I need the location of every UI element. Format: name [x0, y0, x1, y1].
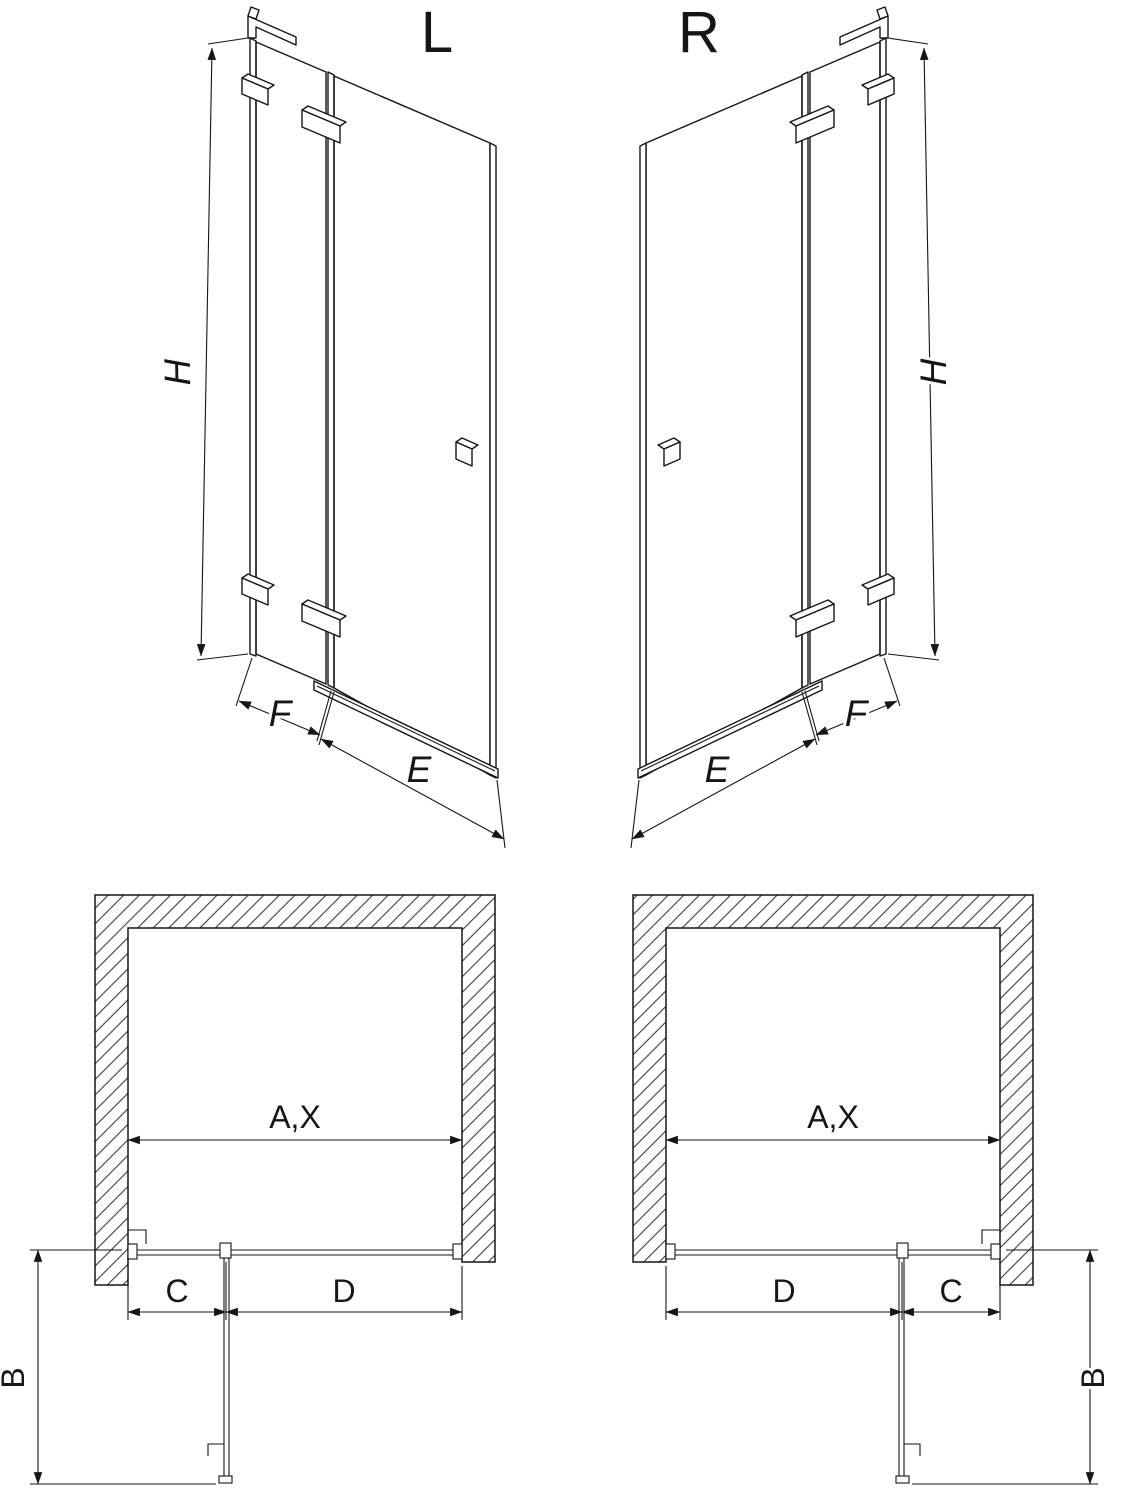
label-door-width-left: E: [407, 749, 433, 790]
label-height-left: H: [157, 358, 198, 386]
walls-left-plan: [94, 894, 496, 1286]
label-fixed-width-right: F: [845, 693, 870, 734]
left-plan-view: A,X C D B: [0, 894, 496, 1485]
right-plan-view: A,X C D B: [632, 894, 1114, 1485]
label-depth-right-plan: B: [1075, 1367, 1111, 1388]
dimensions-right-plan: [665, 1135, 1098, 1485]
door-assembly-left-plan: [127, 1229, 463, 1484]
label-height-right: H: [913, 358, 954, 385]
label-depth-left-plan: B: [0, 1367, 31, 1388]
door-assembly-right-plan: [665, 1229, 1001, 1484]
label-fixed-segment-left-plan: C: [165, 1273, 188, 1309]
left-unit-drawing: L H F E: [154, 0, 505, 848]
label-fixed-width-left: F: [269, 693, 294, 734]
right-unit-drawing: R H F E: [631, 0, 957, 848]
unit-geometry-left: [197, 7, 505, 848]
unit-geometry-right-mirrored: [631, 7, 939, 848]
label-opening-width-right-plan: A,X: [807, 1099, 859, 1135]
label-opening-width-left-plan: A,X: [269, 1099, 321, 1135]
label-variant-right: R: [678, 0, 720, 65]
label-fixed-segment-right-plan: C: [939, 1273, 962, 1309]
walls-right-plan: [632, 894, 1034, 1286]
label-door-width-right: E: [705, 749, 731, 790]
label-variant-left: L: [421, 0, 453, 65]
label-door-segment-right-plan: D: [772, 1273, 795, 1309]
label-door-segment-left-plan: D: [332, 1273, 355, 1309]
dimensions-left-plan: [30, 1135, 463, 1485]
